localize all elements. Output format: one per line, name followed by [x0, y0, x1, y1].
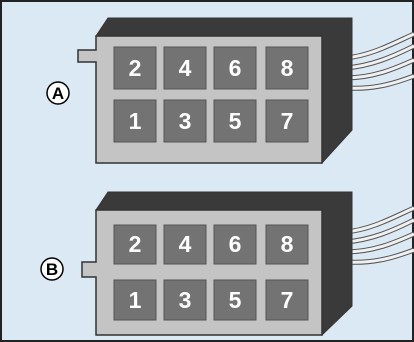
pin-b-6	[213, 224, 257, 265]
pin-b-3-label: 3	[179, 287, 192, 313]
pin-b-4	[163, 224, 207, 265]
pin-a-1-label: 1	[129, 108, 142, 134]
connector-b-bottom-pins: 1 3 5 7	[113, 279, 309, 321]
pin-b-5-label: 5	[229, 287, 242, 313]
connector-a-bottom-pins: 1 3 5 7	[113, 99, 309, 143]
pin-a-2-label: 2	[129, 55, 142, 81]
pin-b-6-label: 6	[229, 231, 242, 257]
pin-b-7-label: 7	[281, 287, 294, 313]
connector-a: 2 4 6 8 1 3 5 7 A	[46, 17, 414, 165]
pin-a-4	[163, 46, 207, 90]
pin-b-8	[265, 224, 309, 265]
pin-a-4-label: 4	[179, 55, 192, 81]
connector-a-label-badge: A	[46, 81, 70, 105]
pin-a-8-label: 8	[281, 55, 294, 81]
pin-a-2	[113, 46, 157, 90]
pin-a-6	[213, 46, 257, 90]
connector-a-label: A	[52, 84, 64, 103]
pin-b-7	[265, 279, 309, 321]
pin-b-1	[113, 279, 157, 321]
pin-b-5	[213, 279, 257, 321]
pin-b-8-label: 8	[281, 231, 294, 257]
pin-b-2	[113, 224, 157, 265]
connector-b: 2 4 6 8 1 3 5 7 B	[40, 191, 414, 337]
connector-a-label-circle	[46, 81, 70, 105]
pin-b-4-label: 4	[179, 231, 192, 257]
pin-a-3-label: 3	[179, 108, 192, 134]
connector-a-top-pins: 2 4 6 8	[113, 46, 309, 90]
connector-b-label: B	[46, 260, 58, 279]
pin-a-5	[213, 99, 257, 143]
pin-a-8	[265, 46, 309, 90]
pin-a-1	[113, 99, 157, 143]
pin-a-6-label: 6	[229, 55, 242, 81]
pin-a-3	[163, 99, 207, 143]
connector-b-top-pins: 2 4 6 8	[113, 224, 309, 265]
connector-b-label-circle	[40, 257, 64, 281]
pin-b-2-label: 2	[129, 231, 142, 257]
connector-b-label-badge: B	[40, 257, 64, 281]
pin-a-5-label: 5	[229, 108, 242, 134]
pin-a-7	[265, 99, 309, 143]
pin-a-7-label: 7	[281, 108, 294, 134]
pin-b-3	[163, 279, 207, 321]
pin-b-1-label: 1	[129, 287, 142, 313]
